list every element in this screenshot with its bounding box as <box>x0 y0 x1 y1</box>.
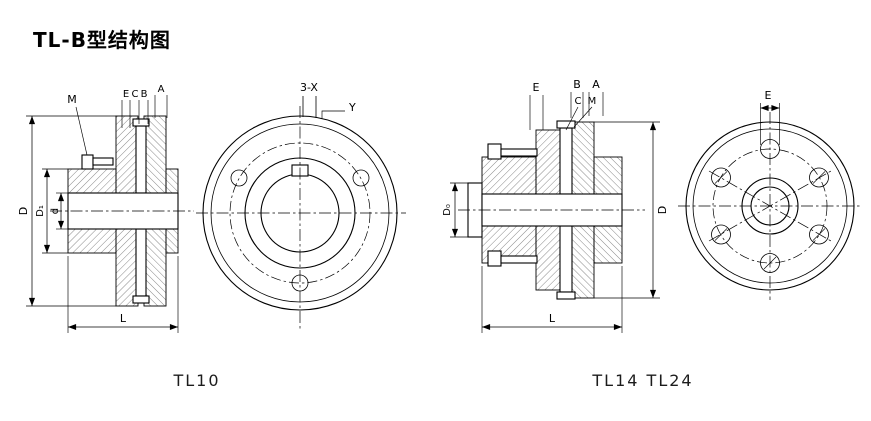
dim-D: D <box>594 121 669 299</box>
bolt-hole <box>352 169 370 187</box>
dim-label-M: M <box>588 96 597 107</box>
dim-E-front: E <box>760 89 780 145</box>
dim-label-B: B <box>141 89 148 100</box>
dim-label-L: L <box>549 312 556 325</box>
tl14-section-view: D₀ D E B A C M <box>442 78 669 333</box>
dim-top-labels-left: M E C B A <box>67 84 168 156</box>
dim-label-D: D <box>17 207 30 215</box>
pin-bottom <box>135 228 147 297</box>
label-y: Y <box>348 101 356 114</box>
pin-hole <box>809 224 829 245</box>
dim-D0: D₀ <box>442 182 468 238</box>
pin-hole <box>760 139 780 159</box>
dim-L: L <box>481 266 623 333</box>
dim-label-B: B <box>573 78 581 91</box>
label-3x: 3-X <box>300 81 318 94</box>
page-title: TL-B型结构图 <box>33 28 171 52</box>
pin-top <box>135 125 147 194</box>
dim-label-E: E <box>533 81 540 94</box>
dim-L: L <box>67 256 179 333</box>
bolt-m <box>81 154 114 170</box>
pin-hole <box>711 224 731 245</box>
dim-label-E: E <box>123 89 129 100</box>
pin-hole <box>711 167 731 188</box>
dim-label-D0: D₀ <box>442 204 453 216</box>
callout-3x: 3-X <box>300 81 318 118</box>
caption-tl14-tl24: TL14 TL24 <box>591 371 693 390</box>
dim-label-D1: D₁ <box>35 205 46 217</box>
dim-label-D: D <box>656 206 669 214</box>
dim-label-A: A <box>592 78 600 91</box>
dim-label-L: L <box>120 312 127 325</box>
tl10-section-view: D D₁ d M E C B A <box>17 84 194 333</box>
dim-top-labels-right: E B A C M <box>529 78 604 131</box>
dim-label-d: d <box>50 208 61 214</box>
dim-label-C: C <box>132 89 139 100</box>
tl10-front-view: 3-X Y <box>196 81 406 330</box>
bolt-hole <box>230 169 248 187</box>
pin-hole <box>760 253 780 273</box>
dim-label-C: C <box>575 96 582 107</box>
callout-y: Y <box>321 101 356 119</box>
dim-D: D <box>17 115 116 307</box>
dim-label-E-front: E <box>765 89 772 102</box>
dim-d: d <box>50 192 68 230</box>
pin-hole <box>809 167 829 188</box>
dim-label-A: A <box>158 84 165 95</box>
tl14-front-view: E <box>678 89 862 300</box>
bolt-bottom <box>487 250 538 267</box>
pin-bottom <box>559 225 573 293</box>
pin-holes <box>711 139 829 273</box>
dim-label-M: M <box>67 93 77 106</box>
dim-D1: D₁ <box>35 168 68 254</box>
bolt-top <box>487 143 538 160</box>
caption-tl10: TL10 <box>172 371 220 390</box>
pin-top <box>559 127 573 195</box>
